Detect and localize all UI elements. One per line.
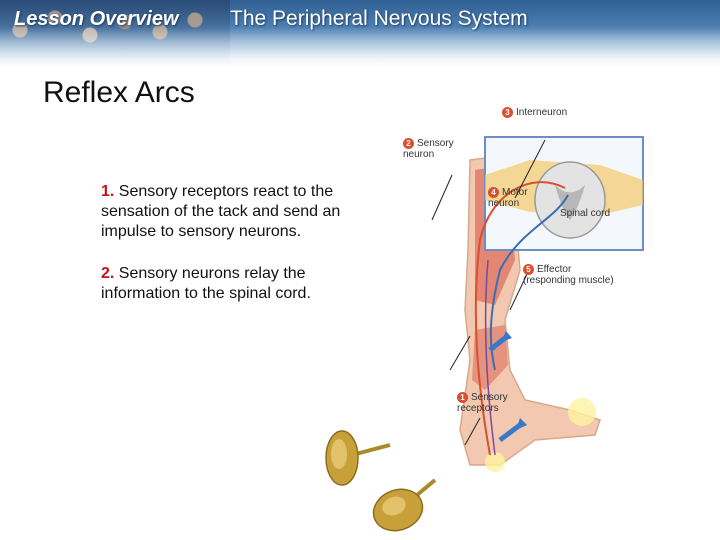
- header-fade: [0, 0, 720, 70]
- label-interneuron-text: Interneuron: [516, 107, 568, 119]
- point-2: 2. Sensory neurons relay the information…: [101, 264, 351, 304]
- point-2-text: Sensory neurons relay the information to…: [101, 265, 311, 302]
- reflex-arc-illustration: [325, 136, 644, 532]
- label-effector-sub: (responding muscle): [523, 275, 614, 287]
- label-motor-neuron-text: Motor neuron: [488, 187, 528, 210]
- tack-icon-2: [372, 478, 437, 532]
- leader-interneuron: [514, 139, 546, 199]
- label-effector-text: Effector: [537, 264, 572, 276]
- motion-arrow-foot: [498, 423, 522, 442]
- leader-effector: [509, 271, 529, 311]
- motor-pathway: [489, 194, 569, 371]
- point-1-number: 1.: [101, 183, 115, 200]
- label-spinal-cord: Spinal cord: [560, 208, 611, 219]
- badge-4: 4: [488, 187, 499, 198]
- leader-receptors: [449, 335, 471, 371]
- heel-highlight: [485, 452, 505, 472]
- motion-arrow-foot-head: [516, 418, 527, 430]
- motion-arrow-leg-head: [501, 331, 512, 342]
- point-1: 1. Sensory receptors react to the sensat…: [101, 182, 351, 242]
- badge-1: 1: [457, 392, 468, 403]
- badge-2: 2: [403, 138, 414, 149]
- badge-5: 5: [523, 264, 534, 275]
- point-1-text: Sensory receptors react to the sensation…: [101, 183, 341, 240]
- badge-3: 3: [502, 107, 513, 118]
- label-sensory-neuron-text: Sensory neuron: [403, 138, 454, 161]
- leader-receptors-2: [464, 417, 481, 446]
- nerve-fiber: [484, 259, 496, 456]
- point-2-number: 2.: [101, 265, 115, 282]
- topic-title: The Peripheral Nervous System: [230, 7, 528, 30]
- foot-highlight: [568, 398, 596, 426]
- sensory-pathway: [474, 181, 566, 456]
- lesson-label: Lesson Overview: [14, 8, 179, 30]
- slide-header: Lesson Overview The Peripheral Nervous S…: [0, 0, 720, 70]
- gray-matter: [555, 185, 585, 220]
- tack-icon-1: [325, 430, 391, 486]
- slide-body: 1. Sensory receptors react to the sensat…: [101, 182, 351, 326]
- leader-sensory-neuron: [431, 174, 453, 221]
- label-sensory-receptors-text: Sensory receptors: [457, 392, 508, 415]
- slide-title: Reflex Arcs: [43, 76, 195, 109]
